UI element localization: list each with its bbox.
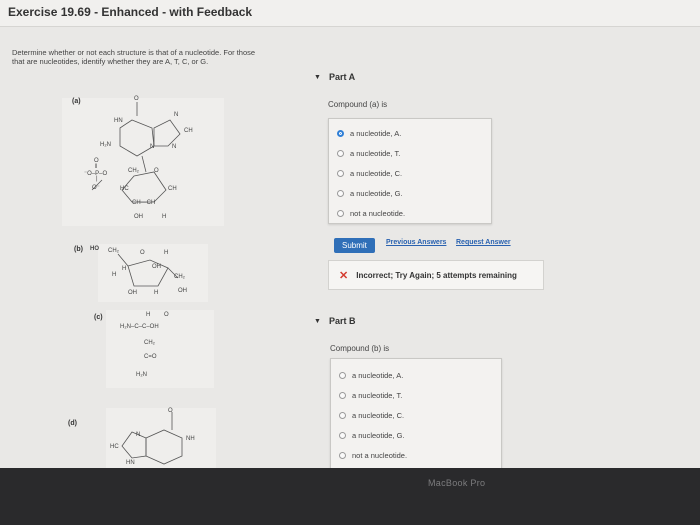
radio-button[interactable] <box>337 130 344 137</box>
atom-label: H <box>164 250 169 256</box>
option-not-nucleotide[interactable]: not a nucleotide. <box>337 209 405 218</box>
atom-label: O⁻ <box>92 185 100 191</box>
structure-a-label: (a) <box>72 98 81 105</box>
atom-label: H <box>112 272 117 278</box>
atom-label: H <box>122 266 127 272</box>
structure-b-image: CH₂ O H H OH H CH₂ OH H OH <box>98 244 208 302</box>
atom-label: NH <box>186 436 195 442</box>
atom-label: OH <box>134 214 143 220</box>
atom-label: O <box>168 408 173 414</box>
atom-label: CH₂ <box>108 248 119 254</box>
part-a-header[interactable]: ▼ Part A <box>314 72 355 82</box>
option-nucleotide-c[interactable]: a nucleotide, C. <box>337 169 402 178</box>
atom-label: H₂N <box>100 142 111 148</box>
atom-label: OH <box>128 290 137 296</box>
atom-label: CH₂ <box>144 340 155 346</box>
radio-button[interactable] <box>339 432 346 439</box>
structure-d-bonds <box>121 412 183 465</box>
atom-label: ⁻O–P–O <box>84 171 108 177</box>
structure-c-image: H O H₂N–C–C–OH CH₂ C=O H₂N <box>106 310 214 388</box>
browser-viewport: Exercise 19.69 - Enhanced - with Feedbac… <box>0 0 700 468</box>
problem-intro: Determine whether or not each structure … <box>12 48 256 66</box>
collapse-triangle-icon[interactable]: ▼ <box>314 73 321 81</box>
radio-button[interactable] <box>339 372 346 379</box>
collapse-triangle-icon[interactable]: ▼ <box>314 317 321 325</box>
part-b-options: a nucleotide, A. a nucleotide, T. a nucl… <box>330 358 502 468</box>
feedback-banner: ✕ Incorrect; Try Again; 5 attempts remai… <box>328 260 544 290</box>
radio-button[interactable] <box>339 412 346 419</box>
atom-label: O <box>154 168 159 174</box>
part-b-header[interactable]: ▼ Part B <box>314 316 355 326</box>
atom-label: H <box>162 214 167 220</box>
part-a-title: Part A <box>328 72 356 82</box>
atom-label: O <box>140 250 145 256</box>
atom-label: ‖ <box>95 164 98 170</box>
atom-label: C=O <box>144 354 157 360</box>
submit-button[interactable]: Submit <box>334 238 375 253</box>
atom-label: OH <box>152 264 161 270</box>
option-nucleotide-a[interactable]: a nucleotide, A. <box>339 371 403 380</box>
radio-button[interactable] <box>339 392 346 399</box>
radio-button[interactable] <box>337 210 344 217</box>
atom-label: N <box>174 112 179 118</box>
atom-label: H <box>154 290 159 296</box>
incorrect-x-icon: ✕ <box>339 269 349 282</box>
structure-d-label: (d) <box>68 420 77 427</box>
atom-label: N <box>172 144 177 150</box>
atom-label: N <box>136 432 141 438</box>
atom-label: CH—CH <box>132 200 156 206</box>
atom-label: H <box>146 312 151 318</box>
atom-label: CH <box>184 128 193 134</box>
atom-label: O <box>94 158 99 164</box>
option-nucleotide-t[interactable]: a nucleotide, T. <box>339 391 402 400</box>
option-nucleotide-t[interactable]: a nucleotide, T. <box>337 149 400 158</box>
option-nucleotide-g[interactable]: a nucleotide, G. <box>337 189 403 198</box>
option-nucleotide-g[interactable]: a nucleotide, G. <box>339 431 405 440</box>
structure-d-image: O N NH HC HN <box>106 408 216 468</box>
structure-b-label: (b) <box>74 246 83 253</box>
radio-button[interactable] <box>337 150 344 157</box>
atom-label: O <box>164 312 169 318</box>
part-b-prompt: Compound (b) is <box>330 344 390 353</box>
atom-label: HO <box>90 246 99 252</box>
exercise-title: Exercise 19.69 - Enhanced - with Feedbac… <box>8 5 253 19</box>
atom-label: OH <box>178 288 187 294</box>
option-nucleotide-c[interactable]: a nucleotide, C. <box>339 411 404 420</box>
laptop-brand-label: MacBook Pro <box>428 478 486 488</box>
atom-label: N <box>150 144 155 150</box>
radio-button[interactable] <box>339 452 346 459</box>
structure-b-bonds <box>117 253 179 287</box>
part-a-prompt: Compound (a) is <box>328 100 388 109</box>
atom-label: HN <box>126 460 135 466</box>
option-nucleotide-a[interactable]: a nucleotide, A. <box>337 129 401 138</box>
structure-a-bonds <box>91 102 181 203</box>
atom-label: CH <box>168 186 177 192</box>
previous-answers-link[interactable]: Previous Answers <box>386 239 447 246</box>
request-answer-link[interactable]: Request Answer <box>456 239 511 246</box>
part-a-options: a nucleotide, A. a nucleotide, T. a nucl… <box>328 118 492 224</box>
structure-a-image: O N HN CH H₂N N N O ‖ ⁻O–P–O | O⁻ CH₂ O … <box>62 96 224 226</box>
radio-button[interactable] <box>337 170 344 177</box>
option-not-nucleotide[interactable]: not a nucleotide. <box>339 451 407 460</box>
answer-panel: ▼ Part A Compound (a) is a nucleotide, A… <box>308 60 700 468</box>
exercise-header: Exercise 19.69 - Enhanced - with Feedbac… <box>0 0 700 27</box>
atom-label: CH₂ <box>128 168 139 174</box>
atom-label: HN <box>114 118 123 124</box>
atom-label: H₂N <box>136 372 147 378</box>
atom-label: HC <box>120 186 129 192</box>
atom-label: CH₂ <box>174 274 185 280</box>
atom-label: | <box>96 176 98 182</box>
problem-panel: Determine whether or not each structure … <box>12 48 312 468</box>
feedback-text: Incorrect; Try Again; 5 attempts remaini… <box>356 270 517 280</box>
structure-c-label: (c) <box>94 314 103 321</box>
atom-label: HC <box>110 444 119 450</box>
radio-button[interactable] <box>337 190 344 197</box>
atom-label: O <box>134 96 139 102</box>
part-b-title: Part B <box>328 316 356 326</box>
atom-label: H₂N–C–C–OH <box>120 324 159 330</box>
